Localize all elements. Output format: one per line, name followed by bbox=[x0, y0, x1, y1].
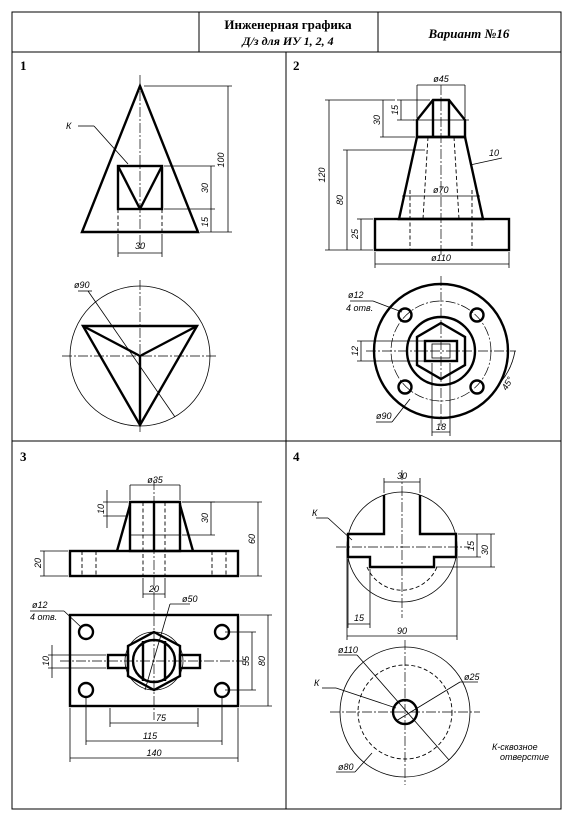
dim-d50: ø50 bbox=[182, 594, 198, 604]
dim-120: 120 bbox=[317, 167, 327, 182]
dim-d12: ø12 bbox=[32, 600, 48, 610]
dim-12-vertical: 12 bbox=[350, 346, 360, 356]
dim-30-horizontal: 30 bbox=[135, 241, 145, 251]
dim-75: 75 bbox=[156, 713, 167, 723]
header-subtitle: Д/з для ИУ 1, 2, 4 bbox=[241, 34, 333, 48]
panel-number-3: 3 bbox=[20, 449, 27, 464]
panel-1-front-view: 100 30 15 30 К bbox=[66, 75, 232, 257]
dim-15-top: 15 bbox=[390, 104, 400, 115]
dim-d90-2: ø90 bbox=[376, 411, 392, 421]
panel-1-top-view: ø90 bbox=[62, 280, 218, 432]
dim-100: 100 bbox=[216, 152, 226, 167]
note-through-hole-2: отверстие bbox=[500, 752, 549, 762]
panel-number-2: 2 bbox=[293, 58, 300, 73]
panel-4-front-view: 30 15 30 15 90 К bbox=[312, 470, 495, 640]
dim-4-holes: 4 отв. bbox=[30, 612, 57, 622]
panel-3-front-view: ø35 10 30 60 20 20 bbox=[33, 475, 262, 600]
label-k-front: К bbox=[312, 508, 318, 518]
dim-55: 55 bbox=[241, 655, 251, 666]
label-k: К bbox=[66, 121, 72, 131]
dim-90: 90 bbox=[397, 626, 407, 636]
dim-d25: ø25 bbox=[464, 672, 481, 682]
dim-10: 10 bbox=[489, 148, 499, 158]
dim-d12: ø12 bbox=[348, 290, 364, 300]
dim-140: 140 bbox=[146, 748, 161, 758]
dim-4-holes: 4 отв. bbox=[346, 303, 373, 313]
panel-2-top-view: ø12 4 отв. 12 45° ø90 18 bbox=[346, 276, 516, 436]
dim-30-top: 30 bbox=[397, 471, 407, 481]
panel-3-top-view: ø12 4 отв. ø50 10 80 55 75 115 140 bbox=[30, 594, 272, 762]
dim-25: 25 bbox=[350, 228, 360, 240]
dim-115: 115 bbox=[143, 731, 158, 741]
dim-20-horizontal: 20 bbox=[148, 584, 159, 594]
dim-d35: ø35 bbox=[147, 475, 164, 485]
dim-80: 80 bbox=[335, 195, 345, 205]
dim-30-vertical: 30 bbox=[480, 545, 490, 555]
dim-15-horizontal: 15 bbox=[354, 613, 365, 623]
label-k-top: К bbox=[314, 678, 320, 688]
variant-label: Вариант №16 bbox=[428, 26, 510, 41]
dim-20-vertical: 20 bbox=[33, 558, 43, 569]
dim-d110: ø110 bbox=[431, 253, 451, 263]
panel-number-1: 1 bbox=[20, 58, 27, 73]
dim-80: 80 bbox=[257, 656, 267, 666]
dim-18: 18 bbox=[436, 422, 446, 432]
dim-d45: ø45 bbox=[433, 74, 450, 84]
dim-d70: ø70 bbox=[433, 185, 449, 195]
dim-30: 30 bbox=[372, 115, 382, 125]
dim-10: 10 bbox=[41, 656, 51, 666]
dim-15-vertical: 15 bbox=[466, 540, 476, 551]
dim-30: 30 bbox=[200, 513, 210, 523]
dim-10-top: 10 bbox=[96, 504, 106, 514]
header-title: Инженерная графика bbox=[224, 17, 352, 32]
panel-4-top-view: ø110 ø25 К ø80 К-сквозное отверстие bbox=[314, 640, 549, 785]
dim-60: 60 bbox=[247, 534, 257, 544]
panel-2-front-view: ø45 15 30 120 80 25 ø70 10 ø110 bbox=[317, 74, 511, 268]
dim-d80: ø80 bbox=[338, 762, 354, 772]
dim-d110: ø110 bbox=[338, 645, 358, 655]
panel-number-4: 4 bbox=[293, 449, 300, 464]
dim-d90: ø90 bbox=[74, 280, 90, 290]
dim-15: 15 bbox=[200, 216, 210, 227]
dim-30-vertical: 30 bbox=[200, 183, 210, 193]
note-through-hole: К-сквозное bbox=[492, 742, 538, 752]
